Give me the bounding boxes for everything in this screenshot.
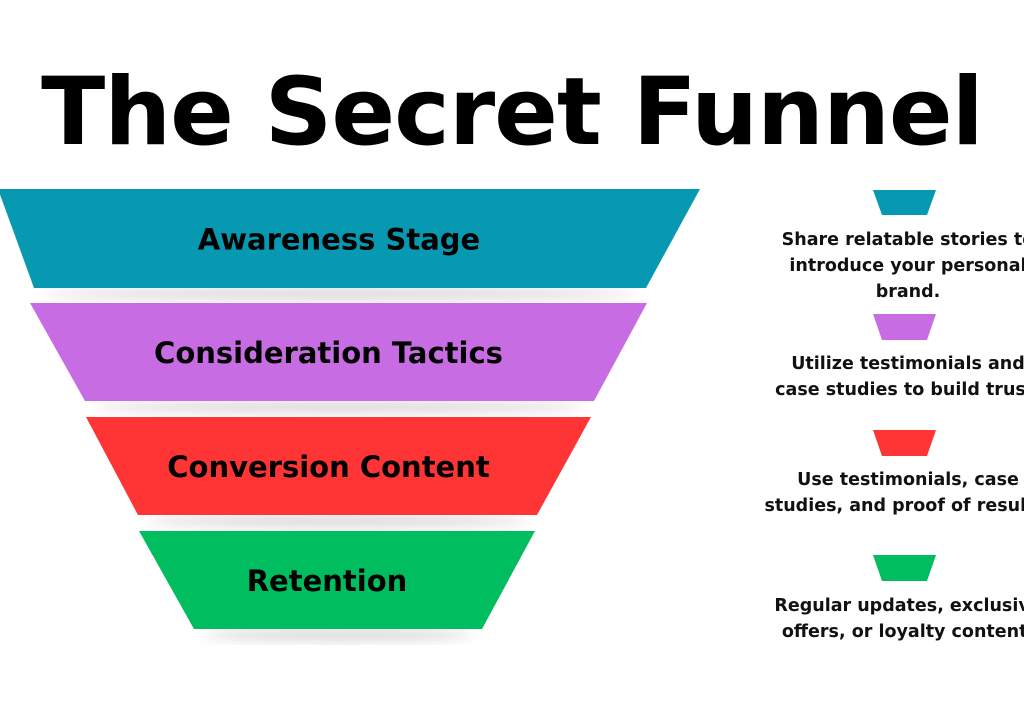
stage-1-description: Share relatable stories to introduce you…: [758, 227, 1024, 305]
funnel-stage-4: [139, 531, 535, 629]
stage-4-description: Regular updates, exclusive offers, or lo…: [758, 593, 1024, 645]
funnel-stage-3: [86, 417, 591, 515]
funnel-stage-1: [0, 189, 700, 288]
description-line: Utilize testimonials and: [791, 354, 1024, 374]
funnel-layer-shadow: [204, 630, 472, 640]
description-line: introduce your personal: [789, 256, 1024, 276]
stage-3-description: Use testimonials, case studies, and proo…: [758, 467, 1024, 519]
stage-2-description: Utilize testimonials and case studies to…: [758, 351, 1024, 403]
funnel-layer-shadow: [44, 289, 636, 299]
purple-trapezoid-marker-icon: [873, 314, 936, 340]
description-line: Use testimonials, case: [797, 470, 1019, 490]
funnel-layer-shadow: [95, 402, 584, 412]
teal-trapezoid-marker-icon: [873, 190, 936, 215]
green-trapezoid-marker-icon: [873, 555, 936, 581]
funnel-stage-2: [30, 303, 647, 401]
funnel-stage-1-label: Awareness Stage: [198, 223, 480, 257]
description-line: offers, or loyalty content.: [781, 622, 1024, 642]
funnel-stage-3-label: Conversion Content: [167, 450, 490, 484]
funnel-stage-2-label: Consideration Tactics: [154, 336, 503, 370]
page-title: The Secret Funnel: [41, 58, 984, 167]
funnel-stage-4-label: Retention: [247, 564, 408, 598]
description-line: case studies to build trust.: [775, 380, 1024, 400]
red-trapezoid-marker-icon: [873, 430, 936, 456]
description-line: studies, and proof of results.: [764, 496, 1024, 516]
description-line: brand.: [875, 282, 941, 302]
description-line: Regular updates, exclusive: [774, 596, 1024, 616]
funnel-layer-shadow: [148, 516, 527, 526]
description-line: Share relatable stories to: [781, 230, 1024, 250]
